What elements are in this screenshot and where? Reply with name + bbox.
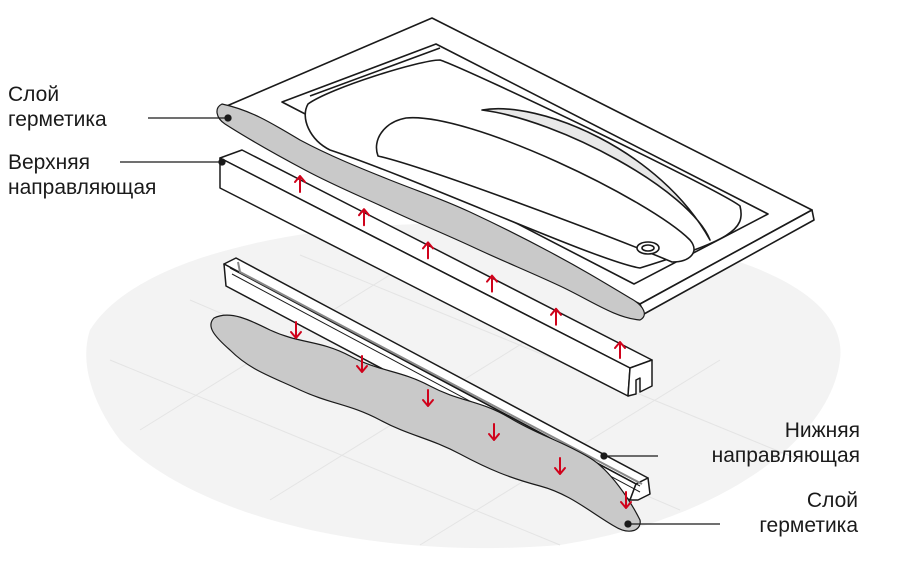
bathtub-armrest xyxy=(481,108,711,241)
label-bottom-sealant-line1: Слой xyxy=(806,489,858,512)
label-top-sealant-line1: Слой xyxy=(8,83,60,106)
label-top-sealant-line2: герметика xyxy=(8,108,107,131)
arrow-down-icon xyxy=(422,389,434,407)
arrow-down-icon xyxy=(554,457,566,475)
top-sealant-layer xyxy=(216,103,645,321)
arrow-up-icon xyxy=(358,208,370,227)
label-bottom-rail-line2: направляющая xyxy=(711,444,860,467)
arrow-up-icon xyxy=(486,274,498,293)
arrow-up-icon xyxy=(294,175,306,193)
downward-arrows xyxy=(290,321,632,509)
upper-rail xyxy=(219,149,653,397)
bottom-sealant-layer xyxy=(210,314,641,532)
label-bottom-sealant-line2: герметика xyxy=(759,514,858,537)
bathtub-headrest xyxy=(375,117,695,263)
arrow-down-icon xyxy=(290,321,302,339)
leader-lines xyxy=(120,114,720,528)
label-bottom-rail: Нижняя направляющая xyxy=(712,418,860,468)
arrow-down-icon xyxy=(356,355,368,373)
arrow-up-icon xyxy=(550,307,562,326)
label-top-rail-line1: Верхняя xyxy=(8,151,90,174)
label-top-sealant: Слой герметика xyxy=(8,82,107,132)
arrow-up-icon xyxy=(422,241,434,260)
label-top-rail: Верхняя направляющая xyxy=(8,150,156,200)
upward-arrows xyxy=(294,175,626,359)
label-bottom-rail-line1: Нижняя xyxy=(784,419,860,442)
arrow-down-icon xyxy=(620,491,632,509)
arrow-down-icon xyxy=(488,423,500,441)
arrow-up-icon xyxy=(614,341,626,359)
label-bottom-sealant: Слой герметика xyxy=(759,488,858,538)
label-top-rail-line2: направляющая xyxy=(8,176,157,199)
